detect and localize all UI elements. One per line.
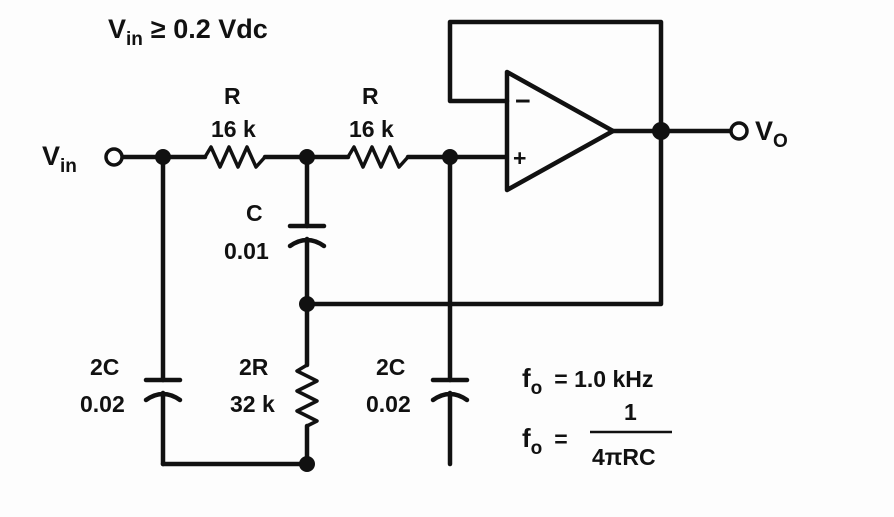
middle-2r-resistor — [295, 363, 319, 467]
equation-formula: fo= 1 4πRC — [522, 399, 672, 470]
formula-numerator: 1 — [624, 399, 637, 425]
junction-dot — [299, 456, 315, 472]
svg-text:fo=: fo= — [522, 423, 568, 459]
equation-center-frequency: fo= 1.0 kHz — [522, 363, 653, 399]
junction-dot — [155, 149, 171, 165]
c-mid-value: 0.01 — [224, 238, 269, 264]
opamp-noninverting-input: + — [513, 145, 526, 171]
r-left-name: R — [224, 83, 241, 109]
bootstrap-feedback-wire — [304, 128, 664, 307]
right-2c-capacitor — [430, 154, 470, 467]
left-2c-capacitor — [143, 154, 183, 467]
c2-right-value: 0.02 — [366, 391, 411, 417]
r2-name: 2R — [239, 354, 269, 380]
input-terminal — [104, 147, 124, 167]
op-amp: − + — [504, 69, 616, 193]
junction-dot — [299, 149, 315, 165]
formula-denominator: 4πRC — [592, 444, 656, 470]
r-left-value: 16 k — [211, 116, 256, 142]
condition-label: Vin≥ 0.2 Vdc — [108, 14, 268, 50]
junction-dot — [299, 296, 315, 312]
follower-feedback-wire — [447, 19, 664, 134]
r-right-value: 16 k — [349, 116, 394, 142]
junction-dot — [652, 122, 670, 140]
c2-left-value: 0.02 — [80, 391, 125, 417]
input-label: Vin — [42, 141, 77, 177]
r-right-name: R — [362, 83, 379, 109]
c2-right-name: 2C — [376, 354, 405, 380]
c-mid-name: C — [246, 200, 263, 226]
opamp-inverting-input: − — [515, 86, 531, 116]
c2-left-name: 2C — [90, 354, 119, 380]
output-label: VO — [755, 116, 788, 152]
junction-dot — [442, 149, 458, 165]
output-terminal — [729, 121, 749, 141]
middle-c-capacitor — [287, 154, 327, 368]
r2-value: 32 k — [230, 391, 275, 417]
